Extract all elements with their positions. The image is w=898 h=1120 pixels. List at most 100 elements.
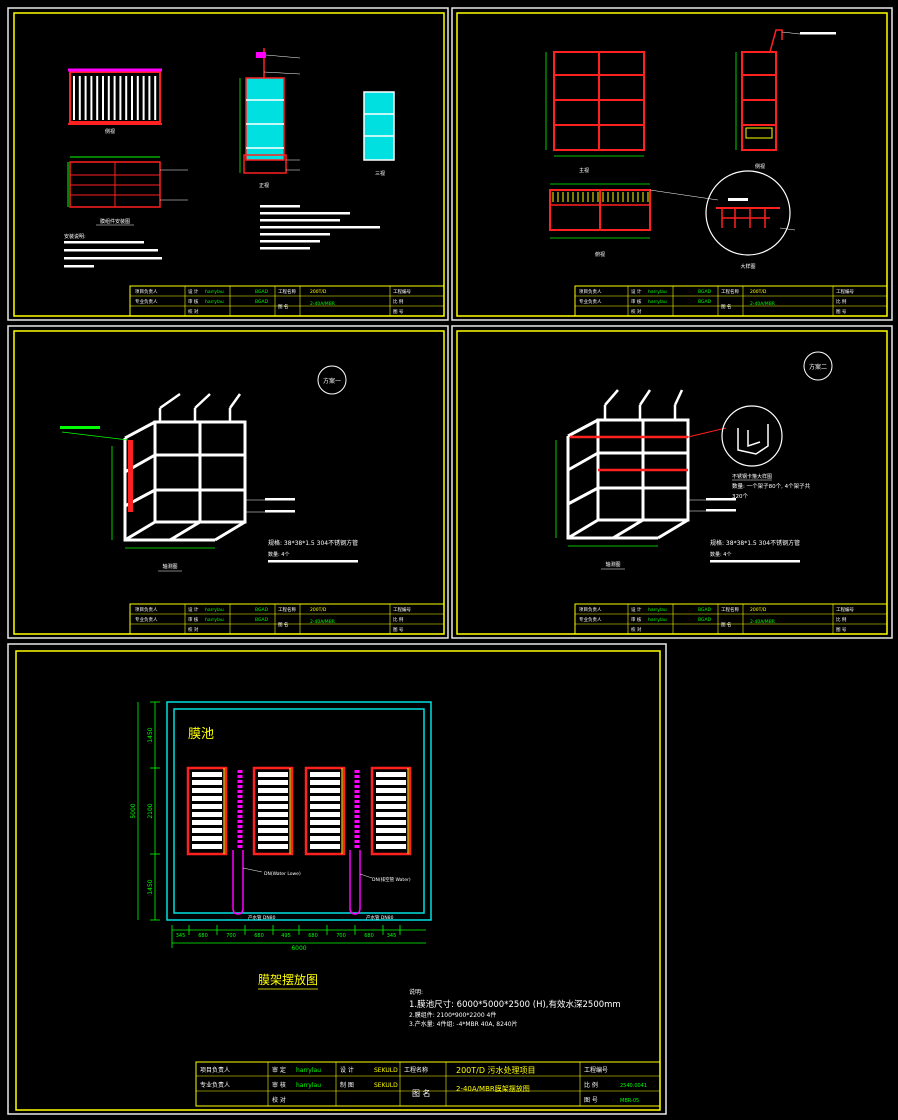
frame-front-view: 主视 [545, 51, 645, 174]
module-front-view: 侧视 [68, 68, 162, 135]
svg-text:审 核: 审 核 [188, 298, 199, 305]
svg-text:DN(Water Lowe): DN(Water Lowe) [264, 871, 301, 877]
svg-text:校 对: 校 对 [272, 1096, 286, 1104]
svg-text:工程编号: 工程编号 [393, 606, 411, 613]
main-title-block: 项目负责人 专业负责人 审 定 harrylau 审 核 harrylau 校 … [195, 1061, 661, 1107]
svg-text:侧视: 侧视 [755, 163, 765, 170]
svg-text:5000: 5000 [130, 803, 137, 818]
sheet1-right-notes [260, 205, 380, 250]
svg-text:项目负责人: 项目负责人 [200, 1066, 230, 1074]
svg-text:工程名称: 工程名称 [721, 606, 739, 613]
svg-text:三视: 三视 [375, 170, 385, 177]
svg-text:校 对: 校 对 [188, 626, 199, 633]
svg-text:工程编号: 工程编号 [836, 606, 854, 613]
svg-text:BGAD: BGAD [698, 607, 712, 613]
svg-text:图 号: 图 号 [836, 627, 847, 633]
svg-text:审 核: 审 核 [631, 616, 642, 623]
svg-text:MBR-05: MBR-05 [620, 1098, 639, 1104]
svg-text:项目负责人: 项目负责人 [579, 606, 602, 613]
svg-text:数量: 4个: 数量: 4个 [710, 551, 731, 558]
svg-text:工程编号: 工程编号 [393, 288, 411, 295]
sheet-3-axonometric-scheme-1[interactable]: 方案一 规格: 38*38*1.5 304不锈钢方管 数量: 4个 [7, 325, 449, 639]
svg-text:项目负责人: 项目负责人 [579, 288, 602, 295]
svg-text:专业负责人: 专业负责人 [135, 616, 158, 623]
svg-text:SEKULD: SEKULD [374, 1082, 398, 1089]
pool-inner-wall [173, 708, 425, 914]
header-pipes [232, 770, 361, 915]
svg-text:校 对: 校 对 [188, 308, 199, 315]
svg-text:200T/D: 200T/D [750, 289, 767, 295]
svg-text:工程名称: 工程名称 [404, 1066, 428, 1074]
svg-text:harrylau: harrylau [296, 1067, 321, 1074]
svg-text:1450: 1450 [147, 879, 154, 894]
svg-text:DN(排空管 Water): DN(排空管 Water) [372, 876, 411, 883]
clamp-detail-circle [721, 405, 783, 467]
svg-text:图 名: 图 名 [278, 303, 288, 310]
svg-text:项目负责人: 项目负责人 [135, 288, 158, 295]
svg-text:审 核: 审 核 [631, 298, 642, 305]
svg-text:BGAD: BGAD [698, 617, 712, 623]
svg-text:harrylau: harrylau [205, 607, 224, 613]
dim-bottom-1: 680 [198, 933, 208, 939]
svg-text:2-40A/MBR: 2-40A/MBR [310, 301, 335, 307]
sheet3-title-block: 项目负责人 专业负责人 设 计 harrylau 审 核 harrylau 校 … [129, 603, 445, 635]
dim-bottom-8: 345 [387, 933, 397, 939]
svg-text:harrylau: harrylau [648, 617, 667, 623]
svg-text:设 计: 设 计 [631, 288, 642, 295]
pool-label: 膜池 [188, 727, 214, 742]
svg-text:设 计: 设 计 [188, 606, 199, 613]
frame-side-view: 侧视 [735, 29, 836, 170]
svg-text:3.产水量: 4件组: -4*MBR 40A, 8240片: 3.产水量: 4件组: -4*MBR 40A, 8240片 [409, 1020, 518, 1028]
sheet-2-frame-views[interactable]: 主视 侧视 俯视 [451, 7, 893, 321]
svg-text:2.膜组件: 2100*900*2200 4件: 2.膜组件: 2100*900*2200 4件 [409, 1011, 496, 1019]
main-notes: 说明: 1.膜池尺寸: 6000*5000*2500 (H),有效水深2500m… [409, 988, 621, 1028]
svg-text:数量: 4个: 数量: 4个 [268, 551, 289, 558]
sheet-4-axonometric-scheme-2[interactable]: 方案二 不锈钢卡箍大样图 数量: 一个架子8 [451, 325, 893, 639]
sheet2-title-block: 项目负责人 专业负责人 设 计 harrylau 审 核 harrylau 校 … [574, 285, 888, 317]
sheet-1-membrane-module[interactable]: 侧视 膜组件安装图 安装说明: [7, 7, 449, 321]
svg-text:BGAD: BGAD [255, 607, 269, 613]
view-label-install: 膜组件安装图 [100, 218, 130, 225]
frame-plan-view: 俯视 [549, 183, 719, 258]
svg-text:比 例: 比 例 [836, 298, 847, 305]
svg-text:规格: 38*38*1.5 304不锈钢方管: 规格: 38*38*1.5 304不锈钢方管 [268, 539, 358, 547]
dim-bottom-3: 680 [254, 933, 264, 939]
svg-text:工程编号: 工程编号 [836, 288, 854, 295]
svg-text:专业负责人: 专业负责人 [200, 1081, 230, 1089]
sheet1-title-block: 项目负责人 专业负责人 设 计 harrylau 审 核 harrylau 校 … [129, 285, 445, 317]
svg-text:harrylau: harrylau [296, 1082, 321, 1089]
svg-text:比 例: 比 例 [393, 616, 404, 623]
dim-bottom-0: 345 [176, 933, 186, 939]
svg-text:harrylau: harrylau [648, 607, 667, 613]
dim-bottom-2: 700 [226, 933, 236, 939]
main-sheet-membrane-layout[interactable]: 膜池 DN(Water Lowe) DN(排空管 Water) 产水管 DN80… [7, 643, 667, 1115]
scheme-label: 方案一 [323, 377, 341, 385]
svg-text:轴测图: 轴测图 [162, 563, 177, 570]
iso-frame-1 [123, 392, 247, 542]
svg-text:200T/D: 200T/D [750, 607, 767, 613]
svg-text:大样图: 大样图 [740, 263, 755, 270]
svg-text:专业负责人: 专业负责人 [579, 616, 602, 623]
svg-text:工程编号: 工程编号 [584, 1066, 608, 1074]
svg-text:2-40A/MBR膜架摆放图: 2-40A/MBR膜架摆放图 [456, 1084, 530, 1093]
svg-text:2-40A/MBR: 2-40A/MBR [750, 301, 775, 307]
svg-text:BGAD: BGAD [698, 299, 712, 305]
svg-text:校 对: 校 对 [631, 308, 642, 315]
dim-bottom-7: 680 [364, 933, 374, 939]
svg-text:工程名称: 工程名称 [721, 288, 739, 295]
svg-text:设 计: 设 计 [340, 1066, 354, 1074]
svg-text:图 号: 图 号 [584, 1097, 598, 1104]
tank-third-view: 三视 [363, 91, 395, 177]
svg-text:工程名称: 工程名称 [278, 606, 296, 613]
svg-text:BGAD: BGAD [255, 299, 269, 305]
svg-text:图 号: 图 号 [393, 627, 404, 633]
svg-text:200T/D: 200T/D [310, 289, 327, 295]
svg-text:图 名: 图 名 [412, 1088, 431, 1098]
svg-text:产水管 DN80: 产水管 DN80 [248, 914, 276, 921]
svg-text:主视: 主视 [579, 167, 589, 174]
svg-text:harrylau: harrylau [205, 299, 224, 305]
svg-text:BGAD: BGAD [255, 617, 269, 623]
svg-text:200T/D: 200T/D [310, 607, 327, 613]
